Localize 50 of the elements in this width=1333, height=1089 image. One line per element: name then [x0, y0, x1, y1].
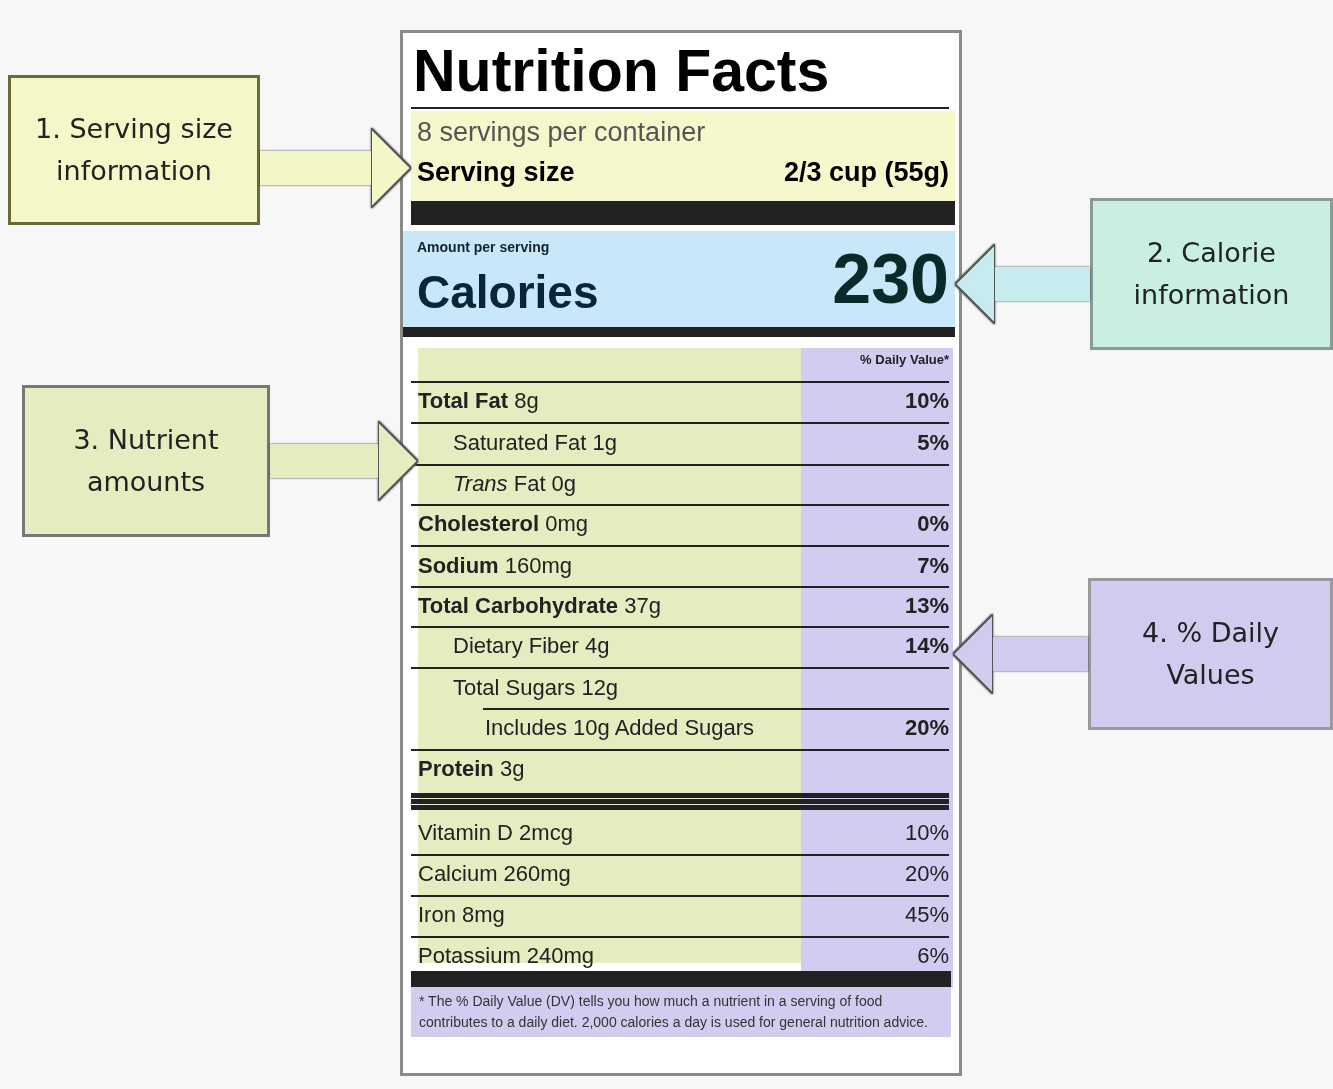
callout-text: 1. Serving size information	[34, 112, 234, 188]
band-value: 230	[832, 239, 949, 319]
percent-value: 7%	[917, 553, 949, 579]
nutrient-name: Vitamin D 2mcg	[418, 820, 573, 846]
percent-value: 10%	[904, 820, 949, 846]
percent-value: 20%	[904, 715, 949, 741]
block-arrow	[260, 127, 412, 209]
footnote: * The % Daily Value (DV) tells you how much a nutrient in a serving of food contributes to a daily diet. 2,000 calories a day is used for general nutrition advice.	[411, 971, 951, 1037]
band-text: Amount per serving	[417, 239, 550, 255]
label-title: Nutrition Facts	[413, 37, 830, 105]
percent-value: 14%	[904, 633, 949, 659]
nutrient-name: Saturated Fat 1g	[453, 430, 617, 456]
nutrient-name: Trans Fat 0g	[453, 471, 577, 497]
highlight-band	[403, 231, 955, 337]
percent-value: 0%	[917, 511, 949, 537]
nutrient-name: Total Sugars 12g	[453, 675, 619, 701]
percent-value: 13%	[904, 593, 949, 619]
nutrient-name: Total Fat 8g	[418, 388, 539, 414]
percent-value: 6%	[917, 943, 949, 969]
nutrient-name: Dietary Fiber 4g	[453, 633, 610, 659]
nutrient-name: Calcium 260mg	[418, 861, 571, 887]
nutrient-name: Potassium 240mg	[418, 943, 595, 969]
callout-box	[1090, 198, 1333, 350]
percent-value: 5%	[917, 430, 949, 456]
percent-value: 45%	[904, 902, 949, 928]
block-arrow	[270, 420, 419, 502]
percent-value: 10%	[904, 388, 949, 414]
percent-value: 20%	[904, 861, 949, 887]
band-text: Serving size	[417, 157, 575, 188]
band-value: 2/3 cup (55g)	[783, 157, 949, 188]
nutrient-name: Cholesterol 0mg	[418, 511, 588, 537]
highlight-band	[411, 111, 955, 225]
highlight-column	[801, 348, 953, 988]
band-text: 8 servings per container	[417, 117, 706, 148]
nutrient-name: Sodium 160mg	[418, 553, 573, 579]
callout-text: 3. Nutrient amounts	[72, 423, 220, 499]
nutrient-name: Total Carbohydrate 37g	[418, 593, 661, 619]
callout-text: 2. Calorie information	[1132, 236, 1291, 312]
callout-box	[8, 75, 260, 225]
nutrient-name: Protein 3g	[418, 756, 525, 782]
callout-box	[22, 385, 270, 537]
band-text: Calories	[417, 265, 599, 319]
nutrition-label-panel	[400, 30, 962, 1076]
nutrient-name: Iron 8mg	[418, 902, 505, 928]
column-heading: % Daily Value*	[860, 352, 949, 367]
callout-box	[1088, 578, 1333, 730]
callout-text: 4. % Daily Values	[1141, 616, 1280, 692]
block-arrow	[954, 243, 1090, 325]
block-arrow	[952, 613, 1088, 695]
nutrient-name: Includes 10g Added Sugars	[485, 715, 755, 741]
